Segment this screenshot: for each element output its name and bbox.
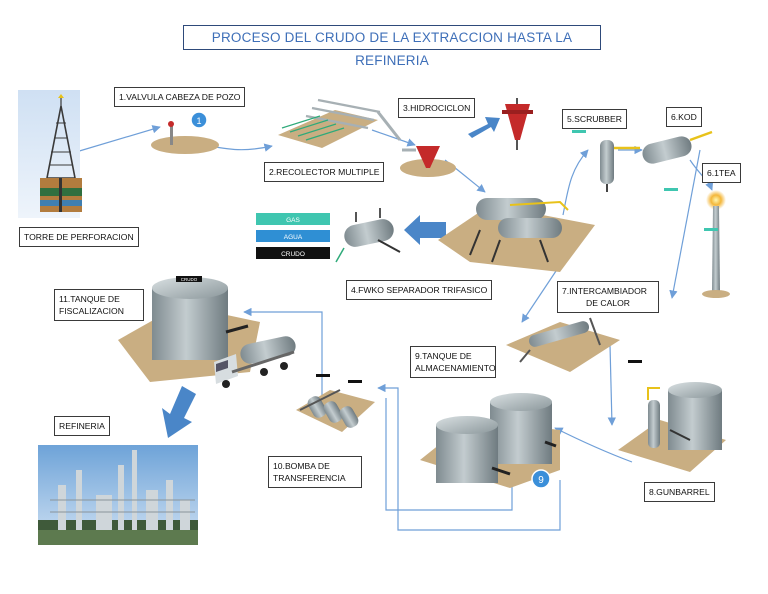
hidrociclon-detail-icon (505, 104, 530, 140)
agua-band-label: AGUA (284, 234, 303, 241)
gas-band (256, 213, 330, 225)
label-valvula: 1.VALVULA CABEZA DE POZO (114, 87, 246, 107)
tea-illustration (702, 190, 730, 298)
step-9-marker: 9 (538, 475, 544, 486)
valvula-illustration: 1 (151, 111, 219, 154)
hidrociclon-illustration (400, 98, 533, 177)
label-recolector: 2.RECOLECTOR MULTIPLE (264, 162, 385, 182)
intercambiador-illustration (506, 317, 620, 372)
label-hidrociclon: 3.HIDROCICLON (398, 98, 476, 118)
label-gunbarrel: 8.GUNBARREL (644, 482, 715, 502)
page-title: PROCESO DEL CRUDO DE LA EXTRACCION HASTA… (183, 25, 601, 68)
arrow-almacenamiento-to-bomba-a (377, 383, 561, 531)
label-intercambiador-line-2: DE CALOR (586, 298, 630, 308)
arrow-fwko-to-intercambiador (521, 264, 561, 323)
step-1-marker: 1 (196, 116, 201, 126)
gas-band-label: GAS (286, 217, 300, 224)
big-arrow-to-refineria-icon (162, 386, 196, 438)
label-almacenamiento-line-2: ALMACENAMIENTO (415, 363, 496, 373)
label-torre: TORRE DE PERFORACION (19, 227, 139, 247)
label-intercambiador-line-1: 7.INTERCAMBIADOR (562, 286, 647, 296)
label-tea: 6.1TEA (702, 163, 741, 183)
recolector-illustration (278, 98, 402, 148)
arrow-intercambiador-to-gunbarrel (607, 344, 617, 426)
torre-illustration (18, 90, 82, 218)
label-scrubber: 5.SCRUBBER (562, 109, 627, 129)
almacenamiento-illustration: 9 (420, 393, 560, 489)
label-fiscalizacion: 11.TANQUE DE FISCALIZACION (54, 289, 144, 321)
label-kod: 6.KOD (666, 107, 702, 127)
gunbarrel-illustration (618, 360, 726, 472)
agua-band (256, 230, 330, 242)
scrubber-illustration (572, 130, 640, 192)
label-fiscalizacion-line-1: 11.TANQUE DE (59, 294, 120, 304)
label-fiscalizacion-line-2: FISCALIZACION (59, 306, 124, 316)
big-arrow-to-phases-icon (404, 215, 446, 245)
fiscalizacion-tag-label: CRUDO (181, 277, 198, 282)
refineria-illustration (38, 445, 198, 545)
arrow-recolector-to-hidrociclon (371, 129, 416, 147)
bomba-illustration (296, 374, 375, 432)
label-bomba: 10.BOMBA DE TRANSFERENCIA (268, 456, 362, 488)
fwko-detail-vessel (335, 208, 401, 263)
arrow-almacenamiento-to-bomba-b (385, 398, 513, 511)
big-arrow-to-hidrociclon-icon (468, 117, 500, 138)
label-bomba-line-2: TRANSFERENCIA (273, 473, 346, 483)
fwko-illustration (438, 198, 595, 272)
crudo-band (256, 247, 330, 259)
arrow-torre-to-valvula (75, 125, 161, 153)
label-refineria: REFINERIA (54, 416, 110, 436)
arrow-fwko-to-scrubber (562, 149, 589, 216)
label-almacenamiento: 9.TANQUE DE ALMACENAMIENTO (410, 346, 496, 378)
arrow-kod-to-intercambiador (669, 149, 701, 299)
flow-lines (75, 125, 714, 531)
label-fwko: 4.FWKO SEPARADOR TRIFASICO (346, 280, 493, 300)
label-almacenamiento-line-1: 9.TANQUE DE (415, 351, 472, 361)
label-intercambiador: 7.INTERCAMBIADOR DE CALOR (557, 281, 659, 313)
arrow-gunbarrel-to-almacenamiento (554, 427, 633, 463)
crudo-band-label: CRUDO (281, 251, 305, 258)
arrow-bomba-to-fiscalizacion (243, 307, 323, 400)
truck-illustration (214, 336, 296, 388)
phase-legend: GAS AGUA CRUDO (256, 213, 330, 259)
fiscalizacion-tag (176, 276, 202, 282)
label-bomba-line-1: 10.BOMBA DE (273, 461, 330, 471)
kod-illustration (642, 130, 713, 191)
